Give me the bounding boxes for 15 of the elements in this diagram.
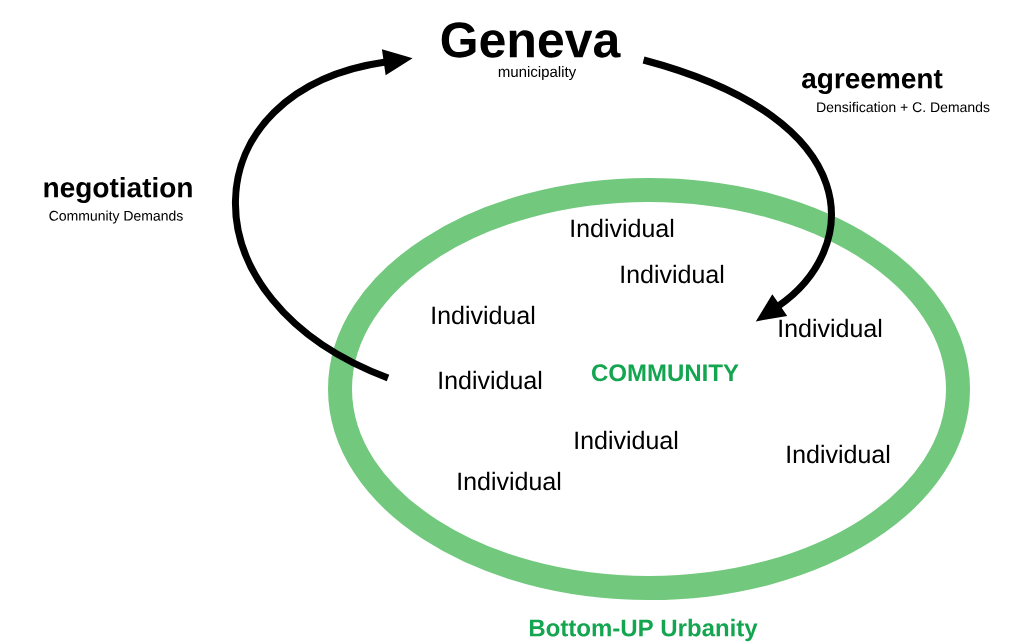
- member-label: Individual: [458, 471, 561, 491]
- ellipse-heading: Bottom-UP Urbanity: [529, 618, 758, 642]
- member-label: Individual: [779, 318, 882, 338]
- member-label: Individual: [571, 218, 674, 238]
- sub-label: Densification + C. Demands: [817, 101, 990, 113]
- subtitle: municipality: [498, 66, 577, 80]
- edge-label: negotiation: [41, 175, 195, 205]
- member-label: Individual: [432, 305, 535, 325]
- member-label: Individual: [439, 370, 542, 390]
- place-title: Geneva: [441, 22, 621, 58]
- member-label: Individual: [575, 430, 678, 450]
- member-label: Individual: [787, 444, 890, 464]
- member-label: Individual: [621, 264, 724, 284]
- sub-label: Community Demands: [49, 210, 183, 224]
- edge-label: agreement: [800, 68, 944, 96]
